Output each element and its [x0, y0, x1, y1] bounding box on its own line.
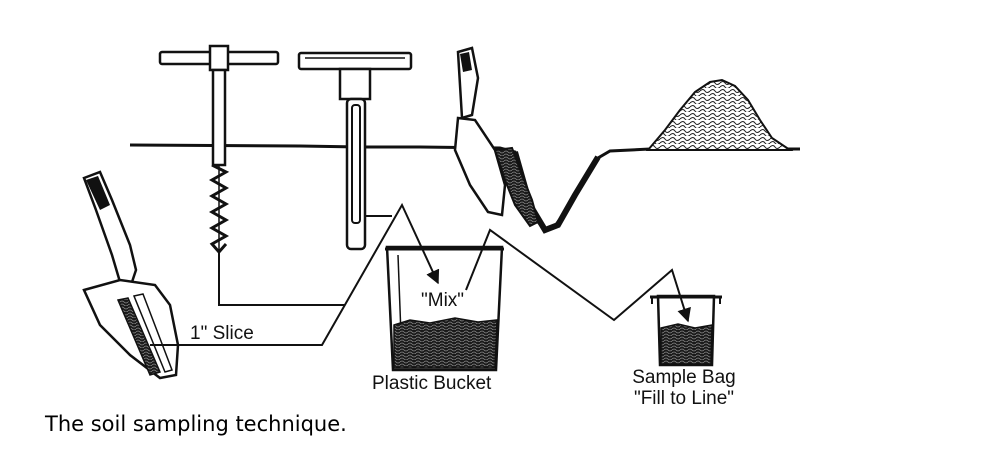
- auger-to-bucket-line: [218, 250, 345, 306]
- sample-bag-label: Sample Bag: [632, 367, 736, 388]
- soil-mound: [645, 78, 794, 151]
- figure-caption: The soil sampling technique.: [45, 412, 347, 436]
- sample-bag: [650, 294, 722, 367]
- screw-auger-tool: [158, 44, 280, 255]
- fill-to-line-label: "Fill to Line": [633, 388, 735, 409]
- soil-probe-tool: [297, 51, 413, 251]
- bucket-label: Plastic Bucket: [372, 373, 492, 394]
- bucket-to-bag-line: [465, 228, 691, 323]
- slice-to-bucket-line: [150, 202, 440, 346]
- shovel-in-ground: [453, 46, 540, 228]
- slice-label: 1" Slice: [190, 323, 254, 344]
- shovel-with-slice: [82, 170, 180, 380]
- mix-label: "Mix": [421, 290, 465, 311]
- plastic-bucket: [385, 245, 504, 372]
